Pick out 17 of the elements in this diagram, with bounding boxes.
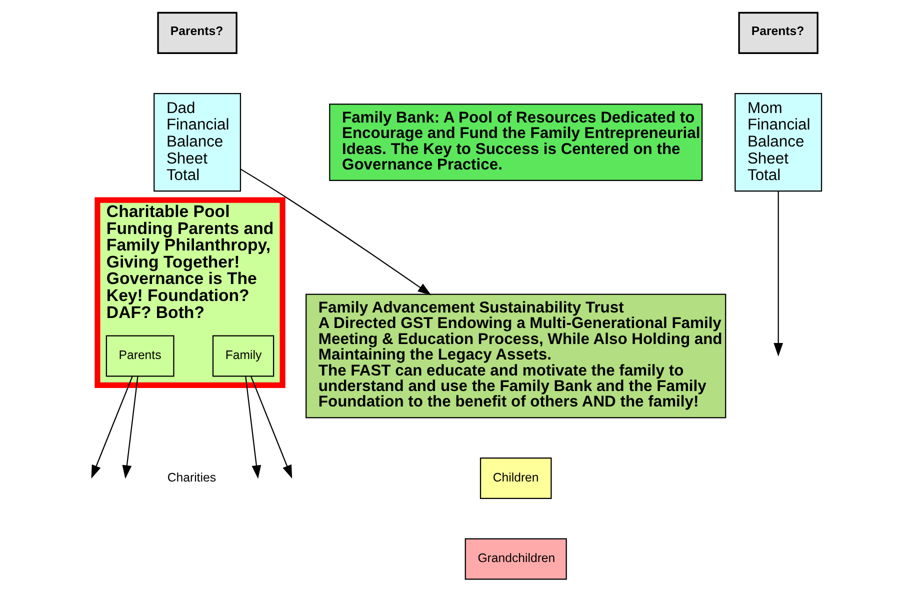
arrow	[245, 376, 262, 479]
node-box: Parents	[106, 335, 174, 377]
node-box: Grandchildren	[464, 538, 567, 580]
node-box: Family Bank: A Pool of Resources Dedicated to Encourage and Fund the Family Entrepreneurial Ideas. The Key to Success is Centered on the Governance Practice.	[329, 104, 703, 182]
label: Charities	[167, 470, 216, 484]
node-box: Children	[480, 458, 552, 500]
node-box: Family Advancement Sustainability Trust A Directed GST Endowing a Multi-Generational Family Meeting & Education Process, While Also Holding and Maintaining the Legacy Assets. The FAST can educate and motivate the family to understand and use the Family Bank and the Family Foundation to the benefit of others AND the family!	[306, 294, 726, 418]
arrow	[774, 191, 784, 356]
arrow	[91, 376, 133, 479]
node-box: Parents?	[157, 12, 238, 54]
node-box: Parents?	[738, 12, 818, 54]
arrow	[240, 168, 432, 296]
node-box: Family	[212, 335, 274, 377]
node-box: Mom Financial Balance Sheet Total	[734, 92, 822, 192]
arrow	[122, 376, 138, 479]
node-box: Dad Financial Balance Sheet Total	[154, 92, 242, 192]
arrow	[250, 376, 292, 479]
